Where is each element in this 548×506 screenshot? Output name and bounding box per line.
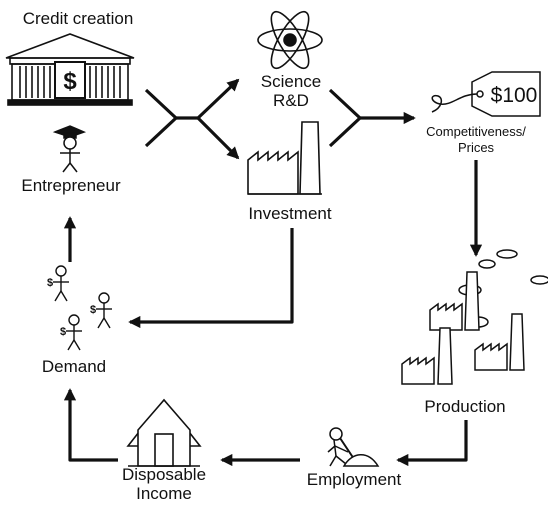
worker-icon: [327, 427, 380, 467]
graduate-person-icon: [52, 125, 87, 173]
arrow-bank-fork: [144, 88, 178, 148]
atom-icon: [257, 10, 323, 70]
entrepreneur-label: Entrepreneur: [21, 176, 121, 195]
investment-label: Investment: [248, 204, 331, 223]
credit-creation-label: Credit creation: [23, 9, 134, 28]
price-tag-value: $100: [491, 84, 538, 107]
factory-icon: [247, 121, 322, 195]
demand-label: Demand: [42, 357, 106, 376]
science-label: Science: [261, 72, 321, 91]
competitiveness-label: Competitiveness/: [426, 124, 526, 139]
arrow-science-fork: [328, 88, 362, 148]
arrow-to-science: [176, 78, 240, 120]
employment-label: Employment: [307, 470, 402, 489]
disposable-label: Disposable: [122, 465, 206, 484]
income-label: Income: [136, 484, 192, 503]
bank-icon: [5, 33, 135, 106]
shoppers-icon: [53, 265, 112, 351]
rd-label: R&D: [273, 91, 309, 110]
price-tag-icon: [431, 71, 541, 117]
arrow-to-investment: [196, 116, 240, 160]
shopper-dollar-3: $: [60, 326, 66, 338]
arrow-investment-to-demand: [128, 228, 294, 329]
bank-dollar-sign: $: [63, 68, 77, 95]
arrow-to-demand: [63, 388, 118, 462]
shopper-dollar-2: $: [90, 304, 96, 316]
production-label: Production: [424, 397, 505, 416]
flow-arrows: [63, 78, 483, 467]
house-icon: [126, 398, 202, 467]
factories-icon: [401, 249, 548, 385]
arrow-to-employment: [396, 420, 468, 467]
shopper-dollar-1: $: [47, 277, 53, 289]
prices-label: Prices: [458, 140, 495, 155]
